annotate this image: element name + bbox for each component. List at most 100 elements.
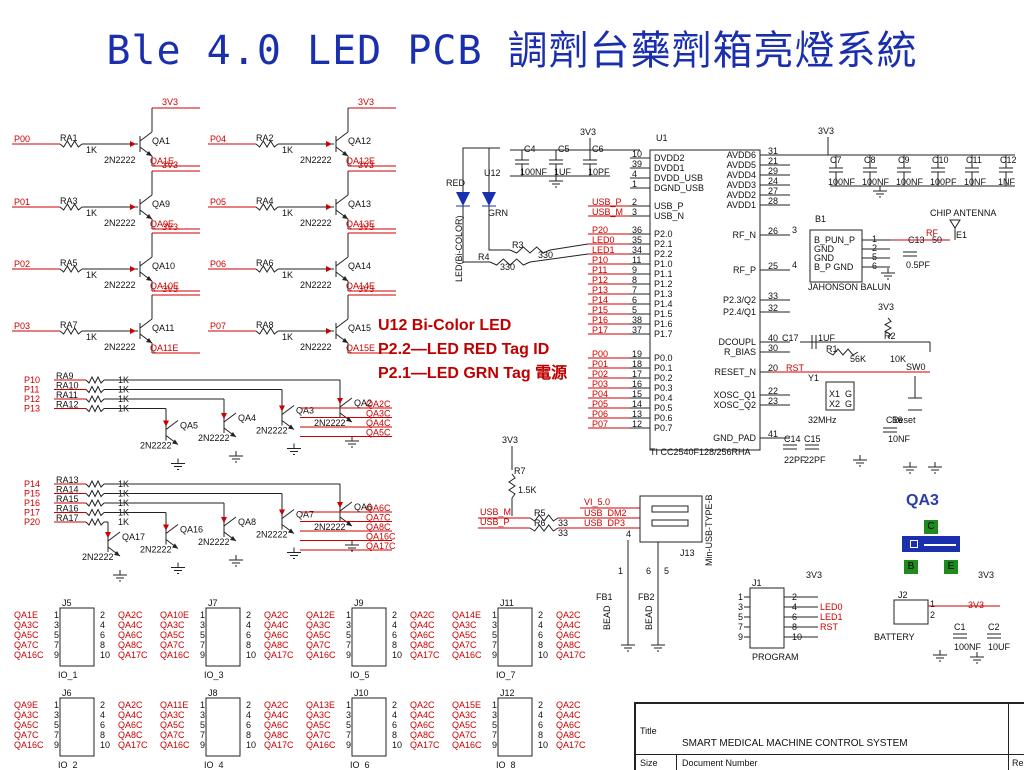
io-left-net: QA3C xyxy=(160,710,185,720)
mcu-right-pin-name: AVDD2 xyxy=(727,190,756,200)
bank2-arrow-icon xyxy=(163,524,169,531)
bank1-output-label: QA3C xyxy=(366,409,391,419)
io-left-net: QA5C xyxy=(306,720,331,730)
io-right-net: QA17C xyxy=(264,650,294,660)
mcu-right-pin-num: 33 xyxy=(768,291,778,301)
io-connector-ref: J12 xyxy=(500,688,515,698)
io-right-pin: 8 xyxy=(246,640,251,650)
driver-port-label: P03 xyxy=(14,321,30,331)
bank1-resistor-label: RA12 xyxy=(56,400,79,410)
led-cathode-wire xyxy=(488,206,510,251)
mcu-left-pin-num: 35 xyxy=(632,235,642,245)
io-connector-body xyxy=(497,607,533,667)
io-right-net: QA6C xyxy=(556,720,581,730)
io-right-pin: 4 xyxy=(246,710,251,720)
mcu-right-pin-name: P2.4/Q1 xyxy=(723,307,756,317)
bank2-transistor-part: 2N2222 xyxy=(314,522,346,532)
io-right-pin: 4 xyxy=(246,620,251,630)
c15-value: 22PF xyxy=(804,455,826,465)
fb1-label: BEAD xyxy=(602,605,612,630)
driver-transistor-ref: QA12 xyxy=(348,136,371,146)
driver-port-label: P07 xyxy=(210,321,226,331)
resistor-icon xyxy=(85,385,105,394)
io-connector-body xyxy=(59,697,95,757)
bank1-output-label: QA4C xyxy=(366,418,391,428)
transistor-arrow-icon xyxy=(172,543,178,549)
driver-resistor-value: 1K xyxy=(282,208,293,218)
mcu-left-pin-num: 18 xyxy=(632,359,642,369)
mcu-left-net: P20 xyxy=(592,225,608,235)
mcu-left-net: USB_M xyxy=(592,207,623,217)
led-r3-value: 330 xyxy=(538,250,553,260)
mcu-left-pin-num: 6 xyxy=(632,295,637,305)
io-right-pin: 6 xyxy=(392,720,397,730)
r2-value: 10K xyxy=(890,354,906,364)
io-right-pin: 4 xyxy=(538,620,543,630)
io-left-pin: 1 xyxy=(492,610,497,620)
bank1-transistor-ref: QA5 xyxy=(180,421,198,431)
io-connector-ref: J11 xyxy=(500,598,514,608)
mcu-left-pin-name: P2.0 xyxy=(654,229,673,239)
antenna-rf-label: RF xyxy=(926,228,938,238)
io-right-pin: 4 xyxy=(100,710,105,720)
io-right-pin: 4 xyxy=(392,620,397,630)
io-left-pin: 9 xyxy=(346,650,351,660)
io-left-pin: 7 xyxy=(200,640,205,650)
c16-value: 10NF xyxy=(888,434,911,444)
driver-transistor-icon xyxy=(139,131,153,142)
mcu-left-pin-name: P0.0 xyxy=(654,353,673,363)
io-right-pin: 8 xyxy=(392,730,397,740)
r6-ref: R6 xyxy=(534,518,546,528)
io-right-pin: 10 xyxy=(538,650,548,660)
bank2-resistor-label: RA17 xyxy=(56,513,79,523)
c15-ref: C15 xyxy=(804,434,821,444)
battery-body xyxy=(893,599,929,625)
transistor-arrow-icon xyxy=(342,338,348,343)
bank2-resistor-label: RA14 xyxy=(56,485,79,495)
io-right-net: QA17C xyxy=(264,740,294,750)
io-left-pin: 3 xyxy=(346,710,351,720)
crystal-pin: X1 xyxy=(829,389,840,399)
bank2-arrow-icon xyxy=(337,502,343,508)
mcu-right-pin-num: 31 xyxy=(768,146,778,156)
resistor-icon xyxy=(255,327,279,335)
annotation-line-2: P2.2—LED RED Tag ID xyxy=(378,341,550,358)
mcu-left-pin-num: 4 xyxy=(632,169,637,179)
mcu-left-net: P16 xyxy=(592,315,608,325)
usb-connector-icon xyxy=(651,505,689,513)
mcu-right-pin-num: 32 xyxy=(768,303,778,313)
driver-resistor-value: 1K xyxy=(86,332,97,342)
crystal-body xyxy=(825,381,855,411)
io-left-net: QA16C xyxy=(160,740,190,750)
io-left-net: QA16C xyxy=(452,740,482,750)
io-right-pin: 6 xyxy=(100,630,105,640)
driver-arrow-icon xyxy=(130,204,136,210)
io-left-net: QA16C xyxy=(160,650,190,660)
io-right-pin: 6 xyxy=(538,630,543,640)
package-hole-icon xyxy=(910,540,918,548)
cap-ref: C9 xyxy=(898,155,910,165)
mcu-left-pin-num: 19 xyxy=(632,349,642,359)
mcu-right-pin-num: 22 xyxy=(768,386,778,396)
usb-vbus-net: VI_5.0 xyxy=(584,497,610,507)
bank1-transistor-ref: QA2 xyxy=(354,398,372,408)
balun-pin-name: B_PUN_P xyxy=(814,235,855,245)
bank1-output-label: QA2C xyxy=(366,399,391,409)
bank1-transistor-icon xyxy=(339,397,353,408)
title-block-docnum-caption: Document Number xyxy=(682,758,758,768)
bank1-transistor-part: 2N2222 xyxy=(140,441,172,451)
usb-pin: 5 xyxy=(664,566,669,576)
io-right-pin: 2 xyxy=(100,700,105,710)
io-left-pin: 5 xyxy=(346,720,351,730)
mcu-left-pin-num: 36 xyxy=(632,225,642,235)
io-right-pin: 6 xyxy=(538,720,543,730)
io-right-pin: 10 xyxy=(538,740,548,750)
program-pin-left: 3 xyxy=(738,602,743,612)
io-left-net: QA3C xyxy=(14,620,39,630)
title-block-divider xyxy=(636,754,1024,755)
driver-arrow-icon xyxy=(130,141,136,147)
io-left-net: QA14E xyxy=(452,610,481,620)
annotation-line-3: P2.1—LED GRN Tag 電源 xyxy=(378,365,568,382)
bank1-resistor-label: RA11 xyxy=(56,390,78,400)
driver-transistor-icon xyxy=(139,318,153,329)
